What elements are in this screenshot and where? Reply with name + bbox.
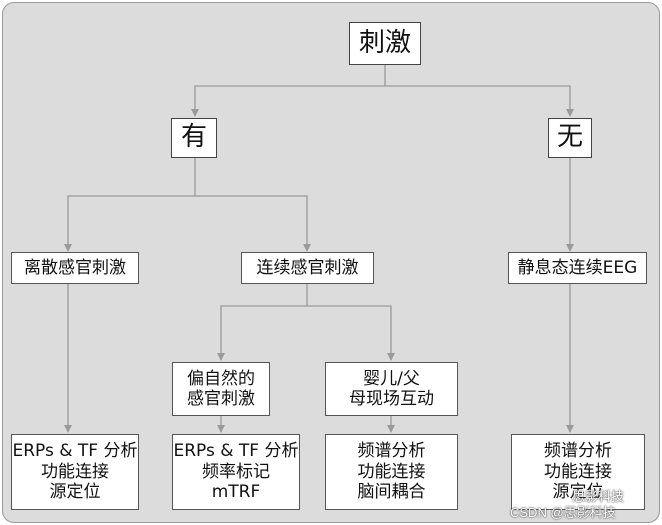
- node-discrete-methods-line-3: 源定位: [49, 482, 101, 503]
- node-naturalistic-methods-line-3: mTRF: [211, 482, 261, 503]
- connector-yes-discrete: [64, 195, 195, 252]
- node-interaction-methods-line-1: 频谱分析: [357, 441, 426, 462]
- node-no-label: 无: [556, 122, 583, 153]
- node-naturalistic-methods: ERPs & TF 分析 频率标记 mTRF: [172, 434, 300, 510]
- node-continuous: 连续感官刺激: [241, 252, 374, 284]
- node-discrete-methods-line-1: ERPs & TF 分析: [12, 441, 138, 462]
- connector-continuous-naturalistic: [217, 305, 307, 361]
- node-discrete-label: 离散感官刺激: [24, 257, 126, 278]
- node-discrete-methods: ERPs & TF 分析 功能连接 源定位: [11, 434, 139, 510]
- watermark-line-2: CSDN @思影科技: [510, 505, 616, 520]
- node-resting-label: 静息态连续EEG: [517, 257, 638, 278]
- node-resting-methods-line-3: 源定位: [552, 482, 604, 503]
- node-interaction: 婴儿/父 母现场互动: [325, 362, 458, 416]
- node-naturalistic-methods-line-1: ERPs & TF 分析: [173, 441, 299, 462]
- node-resting: 静息态连续EEG: [508, 252, 647, 284]
- node-interaction-line-1: 婴儿/父: [363, 368, 420, 389]
- node-yes-label: 有: [180, 122, 207, 153]
- node-interaction-methods-line-2: 功能连接: [357, 461, 426, 482]
- node-naturalistic: 偏自然的 感官刺激: [172, 362, 270, 416]
- node-no: 无: [548, 118, 592, 158]
- node-discrete: 离散感官刺激: [11, 252, 139, 284]
- connector-yes-continuous: [195, 195, 311, 252]
- node-naturalistic-line-1: 偏自然的: [187, 368, 255, 389]
- watermark-line-1: 思影科技: [572, 489, 625, 504]
- node-naturalistic-line-2: 感官刺激: [187, 389, 255, 409]
- node-discrete-methods-line-2: 功能连接: [41, 461, 109, 482]
- node-yes: 有: [171, 118, 217, 158]
- node-naturalistic-methods-line-2: 频率标记: [202, 461, 270, 482]
- connector-stimulus-yes: [191, 85, 385, 117]
- node-stimulus: 刺激: [349, 22, 421, 65]
- node-interaction-methods-line-3: 脑间耦合: [357, 482, 426, 503]
- connector-continuous-interaction: [307, 305, 395, 361]
- node-continuous-label: 连续感官刺激: [256, 257, 359, 278]
- node-interaction-methods: 频谱分析 功能连接 脑间耦合: [325, 434, 458, 510]
- node-stimulus-label: 刺激: [358, 27, 411, 58]
- node-resting-methods: 频谱分析 功能连接 源定位: [511, 434, 645, 510]
- node-resting-methods-line-1: 频谱分析: [544, 441, 612, 462]
- node-interaction-line-2: 母现场互动: [349, 389, 434, 409]
- node-resting-methods-line-2: 功能连接: [544, 461, 612, 482]
- connector-stimulus-no: [385, 85, 574, 117]
